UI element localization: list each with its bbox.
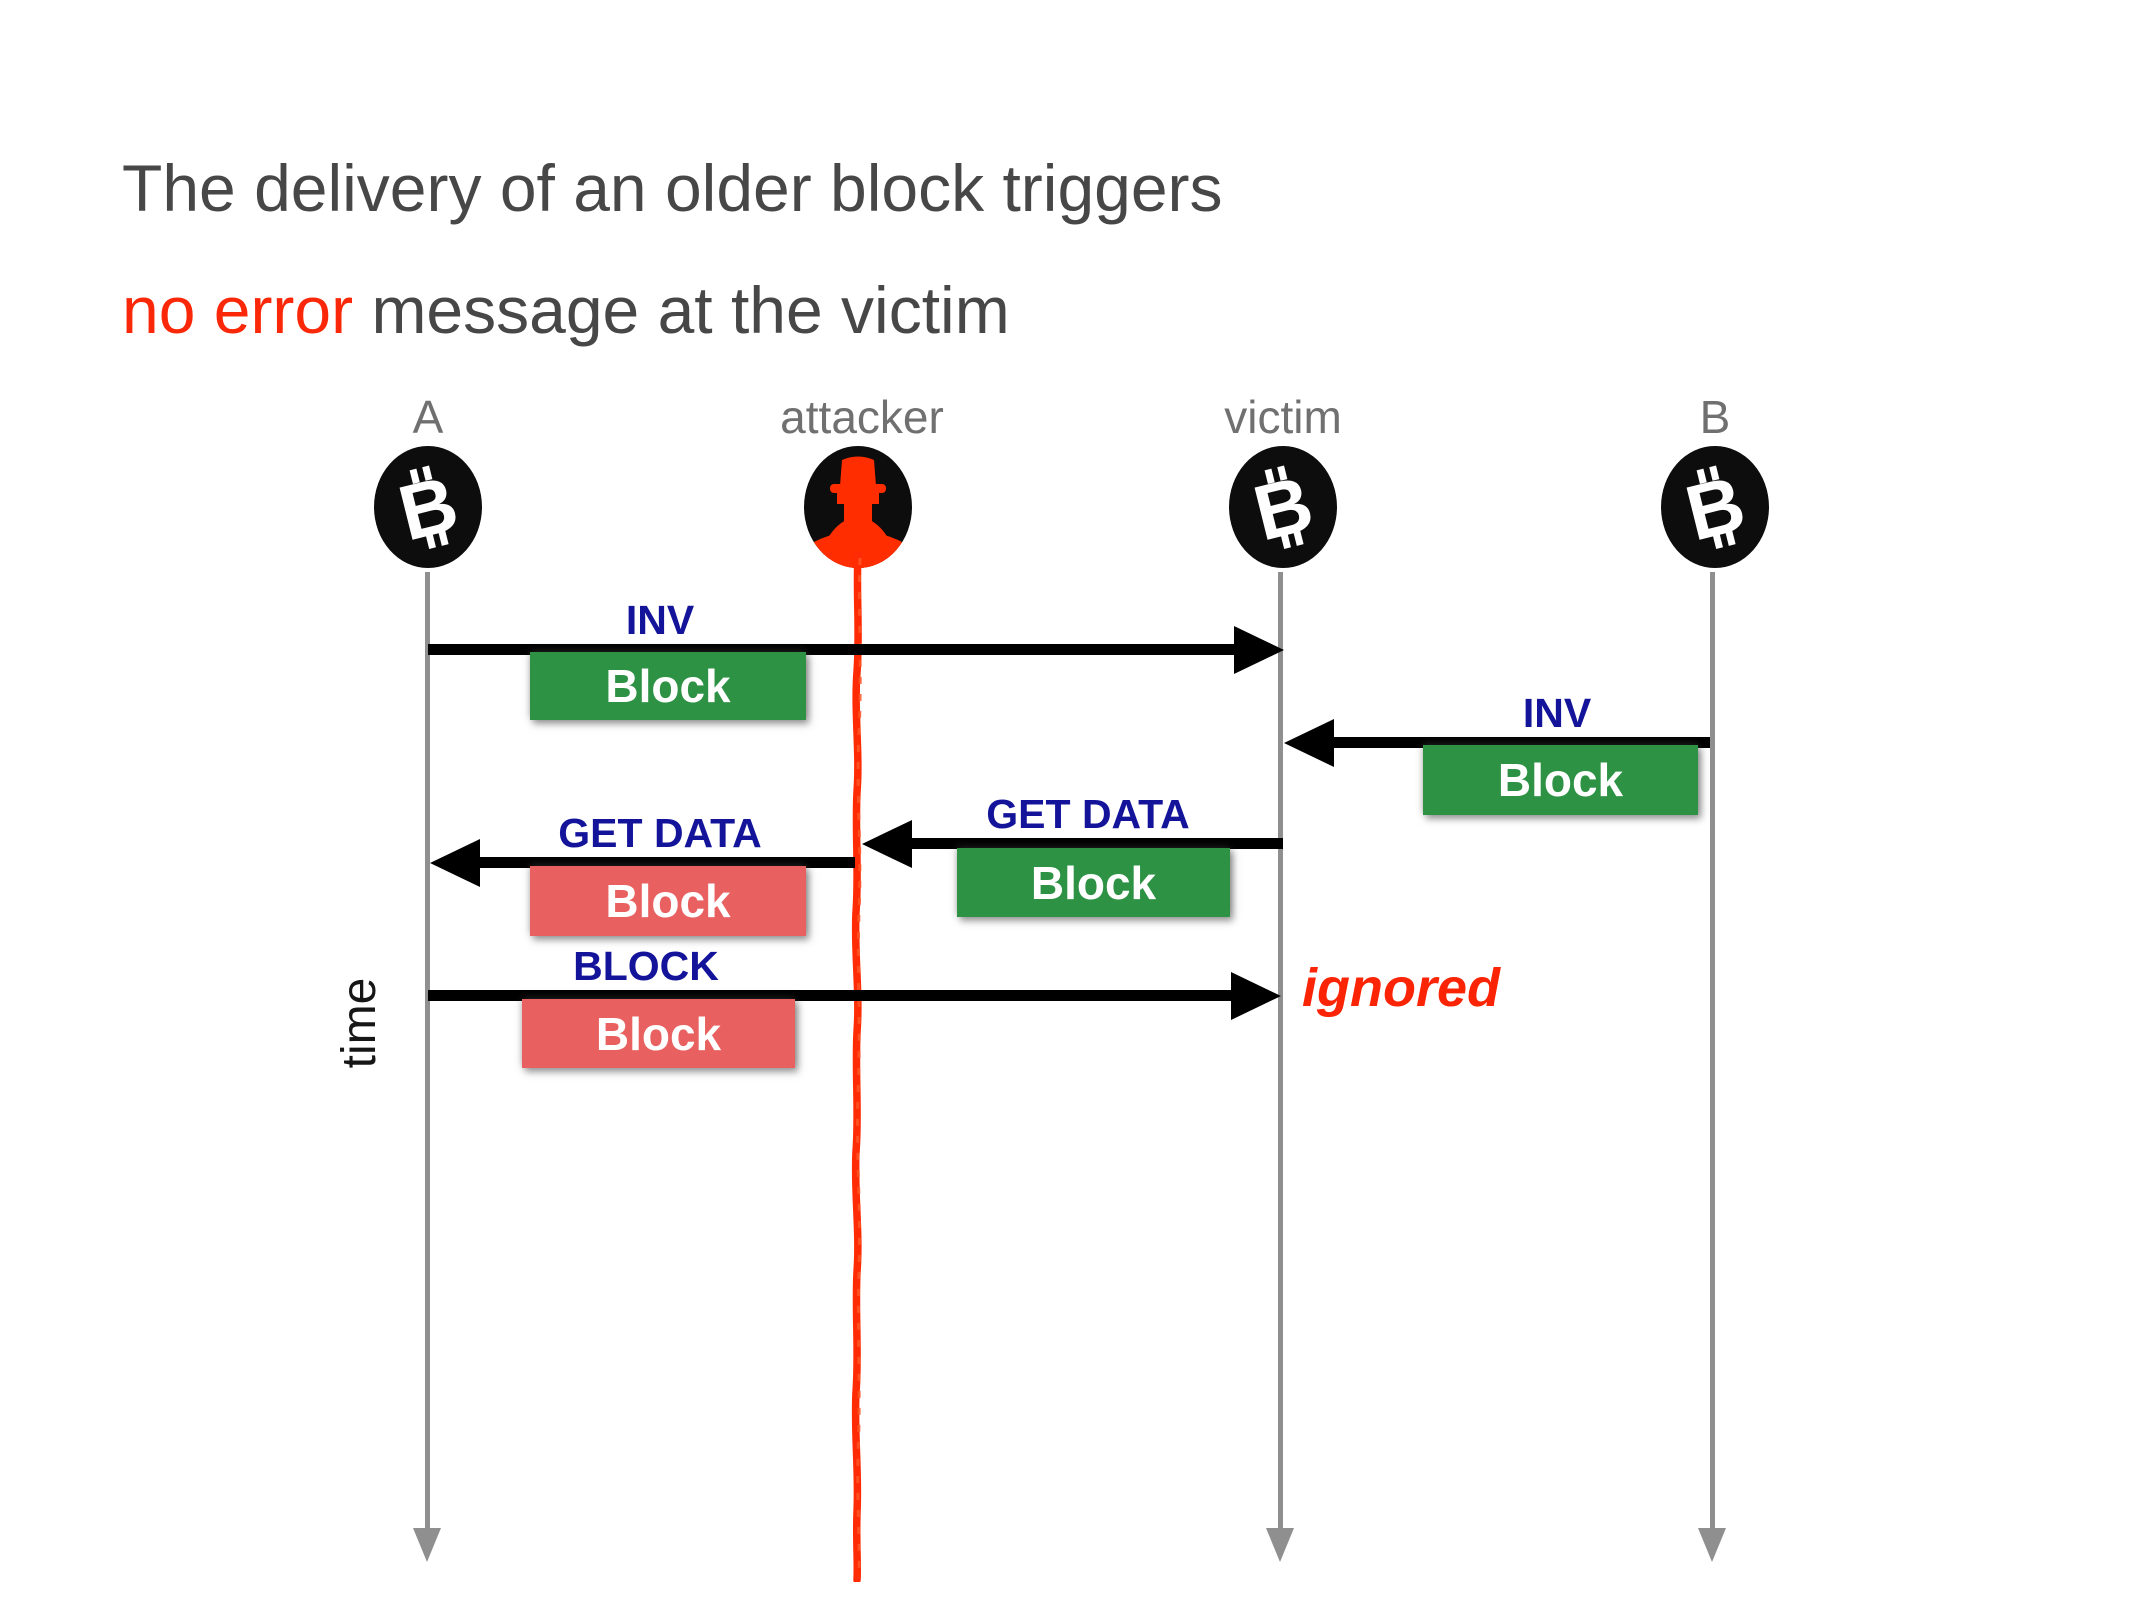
arrow-line bbox=[912, 838, 1283, 849]
payload-box: Block bbox=[1423, 745, 1698, 815]
ignored-annotation: ignored bbox=[1302, 958, 1500, 1018]
lifeline-arrowhead bbox=[1698, 1528, 1726, 1562]
actor-label-b: B bbox=[1699, 391, 1731, 443]
payload-label: Block bbox=[605, 875, 731, 927]
attacker-lifeline bbox=[851, 552, 862, 1582]
message-label: GET DATA bbox=[558, 810, 762, 856]
slide-title-line2: no error message at the victim bbox=[122, 272, 1010, 348]
arrow-line bbox=[428, 644, 1238, 655]
payload-box: Block bbox=[530, 652, 806, 720]
payload-label: Block bbox=[1497, 754, 1624, 806]
message-label: INV bbox=[625, 597, 695, 643]
arrow-line bbox=[480, 857, 855, 868]
payload-box: Block bbox=[957, 848, 1230, 917]
arrow-line bbox=[428, 990, 1233, 1001]
arrowhead-left bbox=[430, 839, 480, 887]
bitcoin-icon: B bbox=[374, 446, 482, 568]
lifeline-b bbox=[1710, 572, 1715, 1530]
lifeline-arrowhead bbox=[413, 1528, 441, 1562]
actor-label-attacker: attacker bbox=[780, 391, 944, 443]
payload-box: Block bbox=[522, 999, 795, 1068]
message-label: INV bbox=[1522, 690, 1592, 736]
payload-label: Block bbox=[1030, 856, 1157, 909]
arrowhead-right bbox=[1234, 626, 1284, 674]
arrowhead-left bbox=[1284, 719, 1334, 767]
arrow-line bbox=[1334, 737, 1710, 748]
bitcoin-icon: B bbox=[1661, 446, 1769, 568]
arrowhead-left bbox=[862, 820, 912, 868]
title-line2-rest: message at the victim bbox=[353, 273, 1010, 347]
slide-title-line1: The delivery of an older block triggers bbox=[122, 151, 1223, 225]
title-highlight: no error bbox=[122, 273, 354, 347]
arrowhead-right bbox=[1231, 972, 1281, 1020]
attacker-spy-icon bbox=[804, 446, 912, 568]
bitcoin-icon: B bbox=[1229, 446, 1337, 568]
lifeline-a bbox=[425, 572, 430, 1530]
payload-box: Block bbox=[530, 866, 806, 936]
payload-label: Block bbox=[595, 1007, 722, 1060]
actor-label-a: A bbox=[412, 391, 444, 443]
lifeline-victim bbox=[1278, 572, 1283, 1530]
message-label: BLOCK bbox=[573, 943, 719, 989]
time-axis-label: time bbox=[333, 977, 386, 1069]
message-label: GET DATA bbox=[986, 791, 1190, 837]
lifeline-arrowhead bbox=[1266, 1528, 1294, 1562]
actor-label-victim: victim bbox=[1224, 391, 1342, 443]
payload-label: Block bbox=[605, 660, 731, 712]
